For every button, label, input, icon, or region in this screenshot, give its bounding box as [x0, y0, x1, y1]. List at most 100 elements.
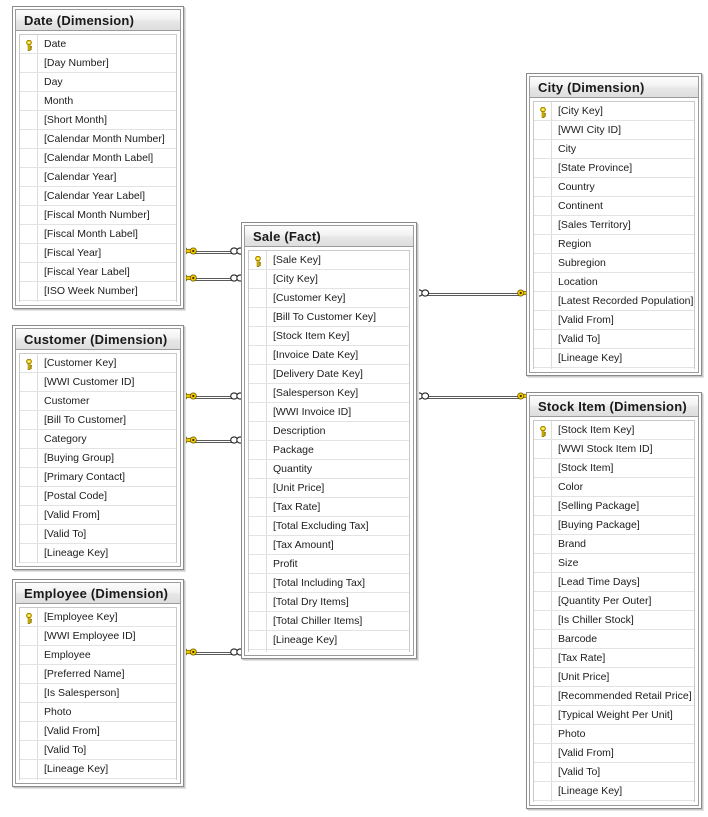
table-row[interactable]: [Lineage Key]: [20, 544, 176, 563]
table-row[interactable]: [Selling Package]: [534, 497, 694, 516]
table-row[interactable]: [ISO Week Number]: [20, 282, 176, 301]
table-row[interactable]: [Valid From]: [534, 744, 694, 763]
table-stockitem[interactable]: Stock Item (Dimension) [Stock Item Key][W…: [526, 392, 702, 809]
table-row[interactable]: [State Province]: [534, 159, 694, 178]
table-row[interactable]: [Total Including Tax]: [249, 574, 409, 593]
table-row[interactable]: [Customer Key]: [249, 289, 409, 308]
table-row[interactable]: [Valid To]: [20, 741, 176, 760]
table-row[interactable]: Day: [20, 73, 176, 92]
table-row[interactable]: Color: [534, 478, 694, 497]
table-row[interactable]: Description: [249, 422, 409, 441]
table-row[interactable]: [Total Excluding Tax]: [249, 517, 409, 536]
table-row[interactable]: [Buying Group]: [20, 449, 176, 468]
relationship-connector[interactable]: [182, 648, 245, 656]
relationship-connector[interactable]: [182, 392, 245, 400]
table-header-stockitem[interactable]: Stock Item (Dimension): [530, 396, 698, 417]
table-city[interactable]: City (Dimension) [City Key][WWI City ID] C…: [526, 73, 702, 376]
table-row[interactable]: [Calendar Year]: [20, 168, 176, 187]
table-row[interactable]: [WWI City ID]: [534, 121, 694, 140]
table-row[interactable]: [Delivery Date Key]: [249, 365, 409, 384]
table-row[interactable]: [Fiscal Month Number]: [20, 206, 176, 225]
table-row[interactable]: Brand: [534, 535, 694, 554]
table-row[interactable]: [Total Chiller Items]: [249, 612, 409, 631]
table-row[interactable]: [Sale Key]: [249, 251, 409, 270]
table-row[interactable]: [Calendar Month Number]: [20, 130, 176, 149]
table-row[interactable]: [Latest Recorded Population]: [534, 292, 694, 311]
table-row[interactable]: Photo: [20, 703, 176, 722]
table-row[interactable]: Country: [534, 178, 694, 197]
table-row[interactable]: Location: [534, 273, 694, 292]
table-row[interactable]: [Day Number]: [20, 54, 176, 73]
table-employee[interactable]: Employee (Dimension) [Employee Key][WWI E…: [12, 579, 184, 787]
table-row[interactable]: [Valid To]: [534, 330, 694, 349]
table-row[interactable]: [Calendar Year Label]: [20, 187, 176, 206]
table-header-customer[interactable]: Customer (Dimension): [16, 329, 180, 350]
relationship-connector[interactable]: [182, 274, 245, 282]
table-row[interactable]: [WWI Invoice ID]: [249, 403, 409, 422]
table-row[interactable]: [City Key]: [534, 102, 694, 121]
table-row[interactable]: [Quantity Per Outer]: [534, 592, 694, 611]
table-row[interactable]: [Lineage Key]: [534, 782, 694, 801]
table-row[interactable]: [Bill To Customer]: [20, 411, 176, 430]
table-row[interactable]: [WWI Customer ID]: [20, 373, 176, 392]
table-row[interactable]: [Stock Item Key]: [534, 421, 694, 440]
table-row[interactable]: [Lead Time Days]: [534, 573, 694, 592]
table-row[interactable]: [Bill To Customer Key]: [249, 308, 409, 327]
table-row[interactable]: [Calendar Month Label]: [20, 149, 176, 168]
table-row[interactable]: [Fiscal Year Label]: [20, 263, 176, 282]
table-header-city[interactable]: City (Dimension): [530, 77, 698, 98]
table-row[interactable]: Category: [20, 430, 176, 449]
table-row[interactable]: [Salesperson Key]: [249, 384, 409, 403]
table-row[interactable]: [Valid To]: [534, 763, 694, 782]
table-row[interactable]: Barcode: [534, 630, 694, 649]
relationship-connector[interactable]: [182, 247, 245, 255]
table-row[interactable]: [Primary Contact]: [20, 468, 176, 487]
table-row[interactable]: [WWI Employee ID]: [20, 627, 176, 646]
table-row[interactable]: [Valid From]: [20, 722, 176, 741]
table-row[interactable]: [Tax Rate]: [249, 498, 409, 517]
table-row[interactable]: [Tax Rate]: [534, 649, 694, 668]
table-sale[interactable]: Sale (Fact) [Sale Key][City Key][Customer…: [241, 222, 417, 659]
table-row[interactable]: Date: [20, 35, 176, 54]
table-row[interactable]: [Is Chiller Stock]: [534, 611, 694, 630]
table-row[interactable]: [Unit Price]: [249, 479, 409, 498]
table-row[interactable]: [Valid From]: [20, 506, 176, 525]
table-row[interactable]: [Lineage Key]: [534, 349, 694, 368]
table-row[interactable]: [Invoice Date Key]: [249, 346, 409, 365]
table-row[interactable]: Size: [534, 554, 694, 573]
table-row[interactable]: [Typical Weight Per Unit]: [534, 706, 694, 725]
table-row[interactable]: Month: [20, 92, 176, 111]
table-row[interactable]: [Fiscal Year]: [20, 244, 176, 263]
table-row[interactable]: [Short Month]: [20, 111, 176, 130]
table-row[interactable]: [Recommended Retail Price]: [534, 687, 694, 706]
table-row[interactable]: [Employee Key]: [20, 608, 176, 627]
table-header-date[interactable]: Date (Dimension): [16, 10, 180, 31]
table-header-employee[interactable]: Employee (Dimension): [16, 583, 180, 604]
table-row[interactable]: Profit: [249, 555, 409, 574]
table-row[interactable]: [Sales Territory]: [534, 216, 694, 235]
table-row[interactable]: [Buying Package]: [534, 516, 694, 535]
table-row[interactable]: [Stock Item]: [534, 459, 694, 478]
table-row[interactable]: Package: [249, 441, 409, 460]
table-row[interactable]: Continent: [534, 197, 694, 216]
table-row[interactable]: [Is Salesperson]: [20, 684, 176, 703]
table-row[interactable]: [Valid To]: [20, 525, 176, 544]
table-row[interactable]: Customer: [20, 392, 176, 411]
table-row[interactable]: [Stock Item Key]: [249, 327, 409, 346]
relationship-connector[interactable]: [182, 436, 245, 444]
table-row[interactable]: [Unit Price]: [534, 668, 694, 687]
table-row[interactable]: [Customer Key]: [20, 354, 176, 373]
relationship-connector[interactable]: [415, 392, 532, 400]
table-row[interactable]: Photo: [534, 725, 694, 744]
table-row[interactable]: Region: [534, 235, 694, 254]
table-row[interactable]: [Lineage Key]: [249, 631, 409, 650]
table-row[interactable]: [Preferred Name]: [20, 665, 176, 684]
table-row[interactable]: [Total Dry Items]: [249, 593, 409, 612]
table-row[interactable]: [Fiscal Month Label]: [20, 225, 176, 244]
relationship-connector[interactable]: [415, 289, 532, 297]
table-header-sale[interactable]: Sale (Fact): [245, 226, 413, 247]
table-row[interactable]: [WWI Stock Item ID]: [534, 440, 694, 459]
table-row[interactable]: Employee: [20, 646, 176, 665]
table-row[interactable]: [City Key]: [249, 270, 409, 289]
